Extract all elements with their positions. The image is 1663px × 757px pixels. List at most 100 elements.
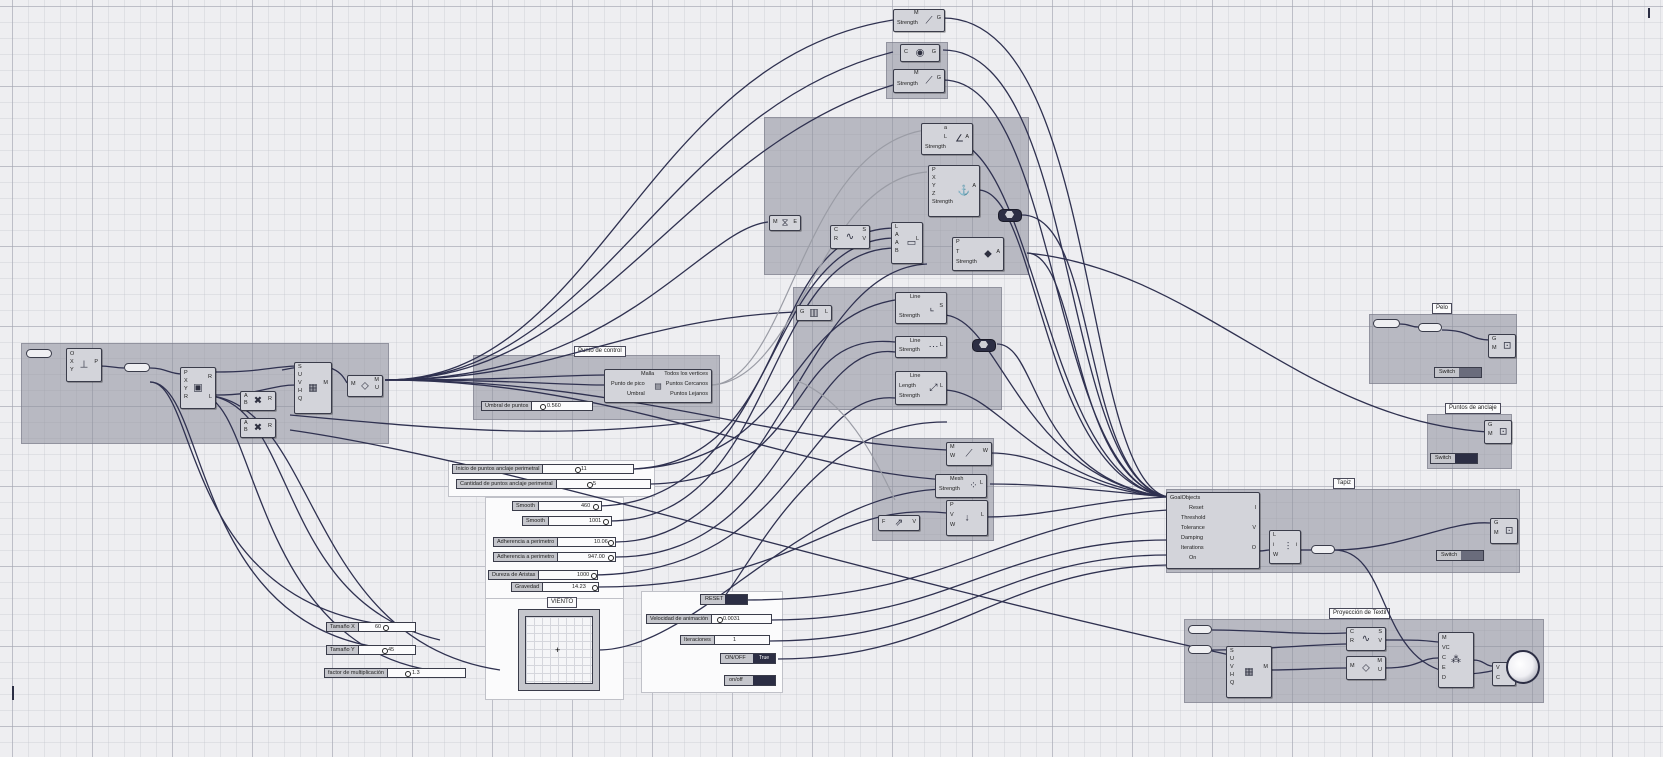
slider-knob[interactable]: [603, 519, 609, 525]
slider-tamano-y[interactable]: Tamaño Y 45: [326, 645, 416, 655]
switch-tapiz[interactable]: Switch: [1436, 550, 1484, 561]
switch-pelo[interactable]: Switch: [1434, 367, 1482, 378]
list-icon: ▭: [906, 237, 917, 249]
textil-param-2[interactable]: [1188, 645, 1212, 654]
geometry-param[interactable]: [1311, 545, 1335, 554]
relay-node-2[interactable]: [972, 339, 996, 352]
slider-smooth-1[interactable]: Smooth 460: [512, 501, 602, 511]
reset-switch[interactable]: [725, 595, 747, 604]
slider-knob[interactable]: [593, 504, 599, 510]
goal-icon: ⟋: [925, 75, 933, 87]
weld-icon: ⟋: [965, 448, 973, 460]
plane-icon: ⊥: [79, 359, 89, 371]
solver-input-goalobjects: GoalObjects: [1170, 495, 1201, 501]
switch-anclaje[interactable]: Switch: [1430, 453, 1478, 464]
slider-adherencia-1[interactable]: Adherencia a perimetro 10.06: [493, 537, 616, 547]
multiply-icon: ✖: [253, 422, 263, 434]
kangaroo-solver[interactable]: GoalObjects Reset Threshold Tolerance Da…: [1166, 492, 1260, 569]
onoff-state[interactable]: True: [753, 654, 775, 663]
slider-knob[interactable]: [587, 482, 593, 488]
filter-icon: ⊡: [1502, 340, 1512, 352]
pelo-param-1[interactable]: [1373, 319, 1400, 328]
slider-knob[interactable]: [592, 585, 598, 591]
onoff-toggle[interactable]: ON/OFF True: [720, 653, 776, 664]
point-param[interactable]: [26, 349, 52, 358]
punto-de-control-cluster[interactable]: Malla Punto de pico Umbral Todos los ver…: [604, 369, 712, 403]
onoff-toggle-2[interactable]: on/off: [724, 675, 776, 686]
group-label-proyeccion-textil: Proyección de Textil: [1329, 608, 1391, 619]
viento-pad[interactable]: +: [525, 616, 593, 684]
pelo-param-2[interactable]: [1418, 323, 1442, 332]
onoff-2-switch[interactable]: [753, 676, 775, 685]
slider-tamano-x[interactable]: Tamaño X 60: [326, 622, 416, 632]
curve-icon: ∿: [1361, 633, 1371, 645]
slider-knob[interactable]: [608, 540, 614, 546]
reset-button[interactable]: RESET: [700, 594, 748, 605]
slider-gravedad[interactable]: Gravedad 14.23: [511, 582, 599, 592]
slider-knob[interactable]: [383, 625, 389, 631]
switch-anclaje-state[interactable]: [1455, 454, 1477, 463]
slider-knob[interactable]: [405, 671, 411, 677]
load-icon: ↓: [964, 512, 970, 524]
slider-knob[interactable]: [540, 404, 546, 410]
edges-icon: ▥: [809, 307, 819, 319]
slider-velocidad[interactable]: Velocidad de animación 0.0031: [646, 614, 772, 624]
slider-umbral[interactable]: Umbral de puntos 0.560: [481, 401, 593, 411]
textil-param-1[interactable]: [1188, 625, 1212, 634]
viento-2d-slider[interactable]: +: [518, 609, 600, 691]
slider-dureza-aristas[interactable]: Dureza de Aristas 1000: [488, 570, 598, 580]
slider-knob[interactable]: [591, 573, 597, 579]
slider-factor-multiplicacion[interactable]: factor de multiplicación 1.3: [324, 668, 466, 678]
switch-tapiz-state[interactable]: [1461, 551, 1483, 560]
slider-knob[interactable]: [575, 467, 581, 473]
slider-knob[interactable]: [717, 617, 723, 623]
curve-icon: ∿: [845, 231, 855, 243]
slider-smooth-2[interactable]: Smooth 1001: [522, 516, 612, 526]
slider-inicio-anclaje[interactable]: Inicio de puntos anclaje perimetral 11: [452, 464, 634, 474]
switch-pelo-state[interactable]: [1459, 368, 1481, 377]
slider-adherencia-2[interactable]: Adherencia a perimetro 947.00: [493, 552, 616, 562]
slider-iteraciones[interactable]: Iteraciones 1: [680, 635, 770, 645]
slider-knob[interactable]: [608, 555, 614, 561]
output-todos-vertices: Todos los vertices: [664, 371, 708, 377]
slider-cantidad-anclaje[interactable]: Cantidad de puntos anclaje perimetral 5: [456, 479, 651, 489]
plane-param[interactable]: [124, 363, 150, 372]
dotted-line-icon: ⋯: [928, 341, 939, 353]
goal-icon: ⟋: [925, 15, 933, 26]
relay-node[interactable]: [998, 209, 1022, 222]
slider-knob[interactable]: [382, 648, 388, 654]
